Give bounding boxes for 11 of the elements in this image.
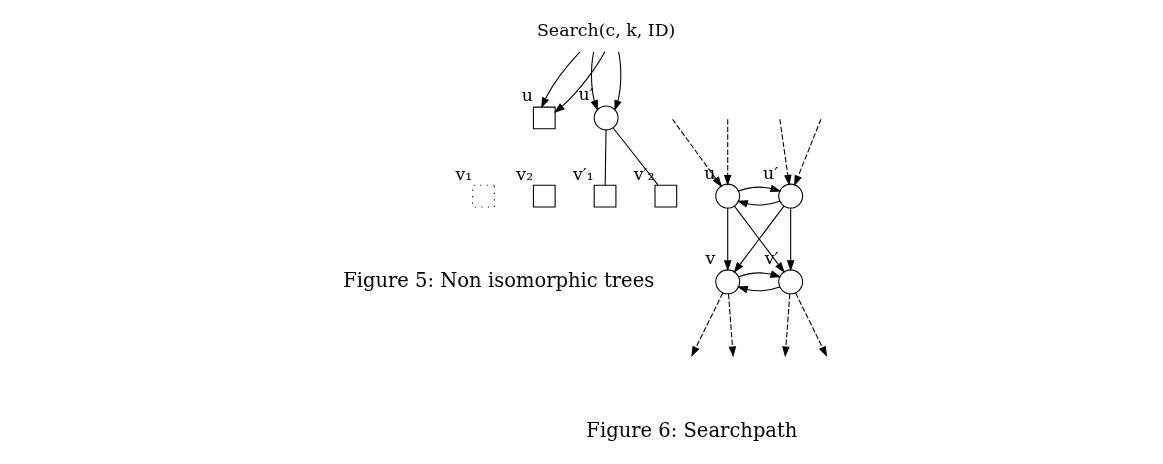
node-label: v [705,248,716,269]
node-label: u′ [763,162,779,183]
node-text: Search(c, k, ID) [536,20,676,41]
node-label: v₂ [516,163,534,184]
label: Figure 5: Non isomorphic trees [343,268,655,292]
node-label: u [521,85,534,106]
node-label: u [704,162,716,183]
node-label: u′ [578,84,594,105]
label: Figure 6: Searchpath [586,418,798,442]
node-label: v₁ [455,163,473,184]
node-label: v′₁ [573,163,594,184]
